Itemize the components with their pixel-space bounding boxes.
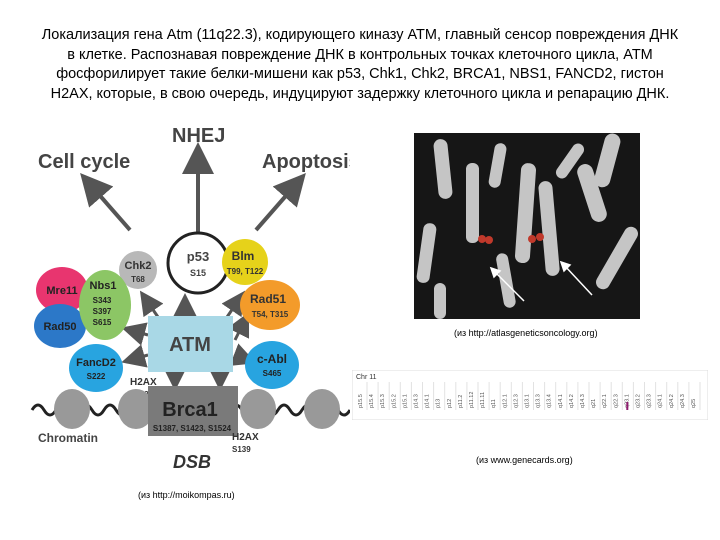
rad51-node — [240, 280, 300, 330]
h2ax-left-name: H2AX — [130, 377, 157, 388]
dsb-label: DSB — [173, 452, 211, 472]
ideogram-band-label: p14.3 — [414, 394, 420, 408]
ideogram-band-label: q22.1 — [602, 394, 608, 408]
ideogram-band-label: q13.3 — [536, 394, 542, 408]
nbs1-site-1: S343 — [93, 296, 112, 305]
ideogram-band-label: q22.3 — [613, 394, 619, 408]
ideogram-band-label: q12.3 — [513, 394, 519, 408]
ideogram-band-label: q21 — [591, 399, 597, 408]
ideogram-band-label: p15.5 — [358, 394, 364, 408]
h2ax-right-name: H2AX — [232, 432, 259, 443]
ideogram-band-label: p11.2 — [458, 395, 464, 408]
chk2-name: Chk2 — [125, 260, 152, 272]
atm-box — [148, 316, 233, 372]
rad50-name: Rad50 — [43, 321, 76, 333]
atm-pathway-diagram: Cell cycle NHEJ Apoptosis p53 S15 Chk2 T… — [30, 125, 350, 472]
nbs1-name: Nbs1 — [90, 280, 117, 292]
nucleosome-4 — [304, 389, 340, 429]
rad51-name: Rad51 — [250, 292, 286, 306]
blm-node — [222, 239, 268, 285]
micrograph-image — [414, 133, 640, 319]
chromatin-label: Chromatin — [38, 431, 98, 445]
fish-signals — [478, 233, 544, 244]
nucleosome-3 — [240, 389, 276, 429]
ideogram-band-label: q24.1 — [658, 394, 664, 408]
ideogram-band-label: q12.1 — [502, 394, 508, 408]
ideogram-band-label: p15.1 — [402, 394, 408, 408]
nbs1-site-2: S397 — [93, 307, 112, 316]
h2ax-right-sites: S139 — [232, 445, 251, 454]
outcome-arrows — [80, 142, 306, 232]
mre11-node — [36, 267, 88, 313]
cabl-sites: S465 — [263, 369, 282, 378]
ideogram-band-label: p15.2 — [391, 394, 397, 408]
diagram-source-caption: (из http://moikompas.ru) — [138, 490, 235, 500]
chk2-sites: T68 — [131, 275, 145, 284]
ideogram-band-label: q23.2 — [636, 394, 642, 408]
cabl-node — [245, 341, 299, 389]
brca1-sites: S1387, S1423, S1524 — [153, 424, 232, 433]
ideogram-bands: p15.5 p15.4 p15.3 p15.2 p15.1 p14.3 p14.1 p13 p1… — [358, 382, 701, 410]
micrograph-source-caption: (из http://atlasgeneticsoncology.org) — [454, 328, 598, 338]
ideogram-band-label: q25 — [691, 399, 697, 408]
ideogram-source-caption: (из www.genecards.org) — [476, 455, 573, 465]
blm-name: Blm — [232, 249, 255, 263]
ideogram-band-label: q24.3 — [680, 394, 686, 408]
ideogram-band-label: q14.1 — [558, 394, 564, 408]
ideogram-band-label: p13 — [436, 399, 442, 408]
ideogram-band-label: p11.11 — [480, 392, 486, 408]
rad50-node — [34, 304, 86, 348]
chk2-node — [119, 251, 157, 289]
ideogram-band-label: p11.12 — [469, 392, 475, 408]
brca1-name: Brca1 — [162, 399, 218, 421]
ideogram-band-label: p14.1 — [425, 394, 431, 408]
p53-name: p53 — [187, 249, 209, 264]
atm-locus-marker — [626, 402, 629, 410]
ideogram-band-label: q23.1 — [624, 394, 630, 408]
ideogram-band-label: q13.4 — [547, 394, 553, 408]
nhej-label: NHEJ — [172, 125, 225, 147]
rad51-sites: T54, T315 — [252, 310, 289, 319]
ideogram-band-label: q13.1 — [525, 394, 531, 408]
blm-sites: T99, T122 — [227, 267, 264, 276]
apoptosis-label: Apoptosis — [262, 151, 350, 173]
ideogram-band-label: q14.2 — [569, 394, 575, 408]
chromosome-micrograph — [414, 133, 640, 319]
cabl-name: c-Abl — [257, 352, 287, 366]
ideogram-band-label: q14.3 — [580, 394, 586, 408]
cell-cycle-label: Cell cycle — [38, 151, 130, 173]
nbs1-node — [79, 270, 131, 340]
ideogram-band-label: q24.2 — [669, 394, 675, 408]
ideogram-chr-label: Chr 11 — [356, 374, 377, 381]
nucleosome-2 — [118, 389, 154, 429]
atm-label: ATM — [169, 334, 211, 356]
ideogram-band-label: q11 — [491, 399, 497, 408]
ideogram-band-label: p15.3 — [380, 394, 386, 408]
nbs1-site-3: S615 — [93, 318, 112, 327]
brca1-box — [148, 386, 238, 436]
ideogram-band-label: p12 — [447, 399, 453, 408]
chromosome-11-ideogram: Chr 11 p15.5 p15.4 p15.3 p15.2 p15.1 p14.3 p14… — [352, 370, 708, 420]
fancd2-sites: S222 — [87, 372, 106, 381]
nucleosome-1 — [54, 389, 90, 429]
ideogram-band-label: q23.3 — [647, 394, 653, 408]
fancd2-name: FancD2 — [76, 357, 116, 369]
p53-sites: S15 — [190, 268, 206, 278]
ideogram-band-label: p15.4 — [369, 394, 375, 408]
mre11-name: Mre11 — [46, 285, 77, 297]
fancd2-node — [69, 344, 123, 392]
page-title: Локализация гена Atm (11q22.3), кодирующ… — [41, 27, 679, 102]
